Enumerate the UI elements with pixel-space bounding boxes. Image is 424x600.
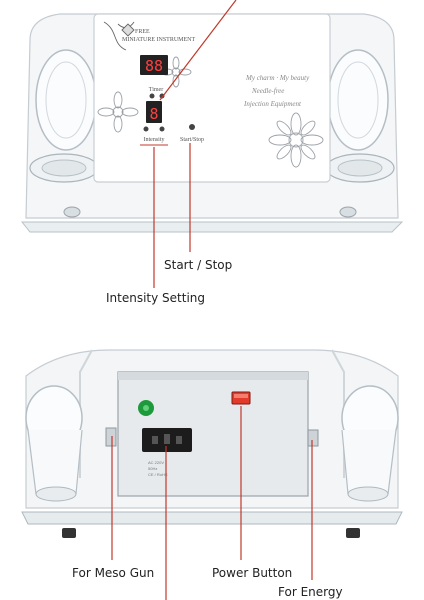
left-cup — [25, 385, 83, 502]
back-device: AC 220V 50Hz CE / RoHS — [21, 349, 403, 538]
intensity-button-down[interactable] — [143, 126, 149, 132]
timer-button-1[interactable] — [149, 93, 155, 99]
intensity-button-up[interactable] — [159, 126, 165, 132]
brand-line-1: FREE — [135, 29, 150, 35]
intensity-display-value: 8 — [149, 105, 158, 123]
front-device: FREE MINIATURE INSTRUMENT 88 Timer 8 Int… — [20, 13, 404, 233]
start-stop-label: Start/Stop — [180, 137, 204, 143]
tagline-line-3: Injection Equipment — [243, 100, 302, 108]
meso-gun-port[interactable] — [105, 427, 117, 447]
tagline-line-1: My charm · My beauty — [245, 74, 310, 82]
energy-port[interactable] — [307, 429, 319, 447]
intensity-label: Intensity — [144, 137, 165, 143]
front-callout-lines — [153, 0, 237, 288]
right-cup-holder — [325, 49, 395, 183]
left-cup-holder — [29, 49, 99, 183]
timer-display — [140, 55, 168, 75]
socket-label-1: AC 220V — [148, 460, 164, 465]
start-stop-callout: Start / Stop — [164, 258, 233, 272]
meso-gun-callout: For Meso Gun — [72, 566, 155, 580]
intensity-display — [146, 101, 162, 123]
intensity-setting-callout: Intensity Setting — [106, 291, 206, 305]
tagline-line-2: Needle-free — [251, 87, 284, 95]
socket-label-3: CE / RoHS — [148, 472, 168, 477]
flower-decoration — [97, 21, 324, 168]
energy-callout: For Energy — [278, 585, 343, 599]
timer-label: Timer — [149, 87, 163, 93]
socket-label-2: 50Hz — [148, 466, 157, 471]
brand-line-2: MINIATURE INSTRUMENT — [122, 37, 195, 43]
back-callout-lines — [111, 406, 313, 600]
right-cup — [341, 385, 399, 502]
start-stop-button[interactable] — [189, 124, 195, 130]
power-button-callout: Power Button — [212, 566, 293, 580]
timer-display-value: 88 — [145, 57, 163, 75]
